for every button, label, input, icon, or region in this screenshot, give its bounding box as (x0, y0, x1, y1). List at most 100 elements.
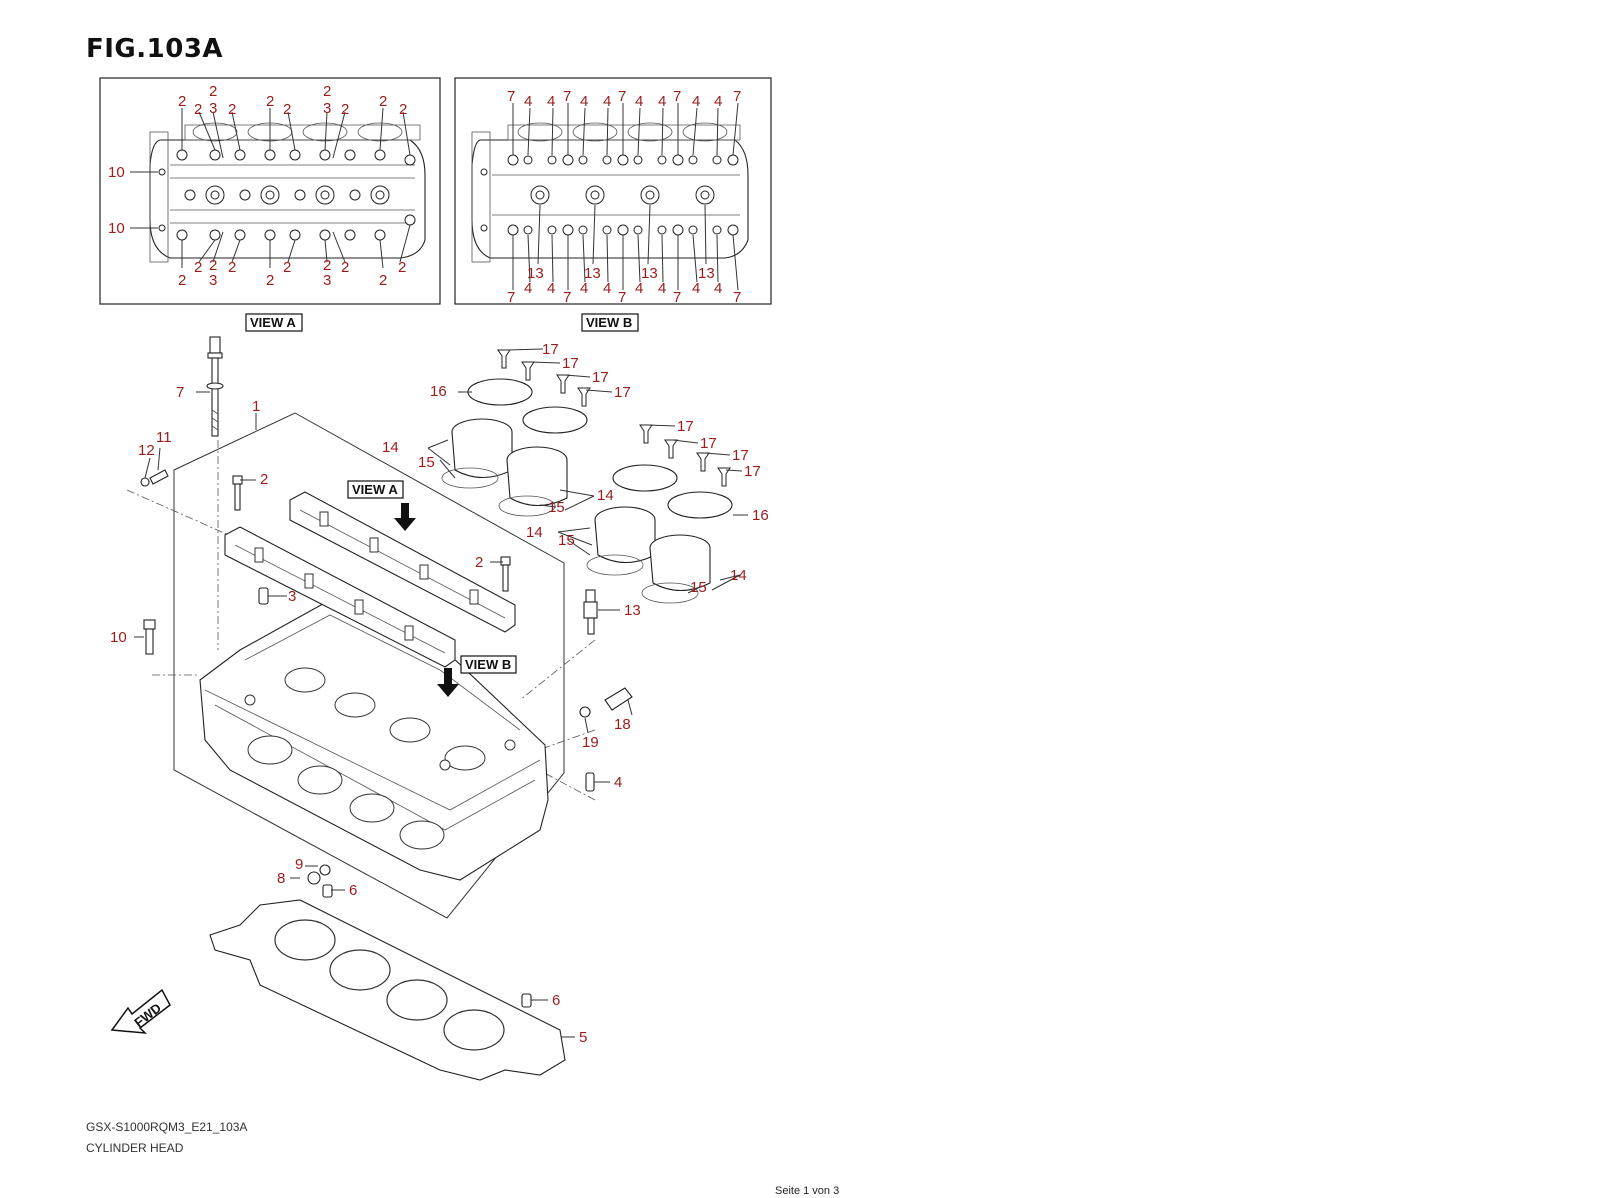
bolt-7 (206, 336, 224, 437)
callout: 9 (295, 856, 303, 873)
callout: 2 (260, 471, 268, 488)
callout: 2 (379, 272, 387, 289)
callout: 16 (430, 383, 447, 400)
callout: 17 (732, 447, 749, 464)
callout: 15 (418, 454, 435, 471)
callout: 7 (507, 289, 515, 306)
page-indicator: Seite 1 von 3 (775, 1185, 840, 1197)
callout: 7 (563, 88, 571, 105)
callout: 7 (176, 384, 184, 401)
callout: 2 (341, 259, 349, 276)
callout: 2 (266, 272, 274, 289)
callout: 2 (341, 101, 349, 118)
view-b-label: VIEW B (581, 313, 639, 332)
callout: 2 (398, 259, 406, 276)
callout: 17 (614, 384, 631, 401)
view-a-panel: 2 2 3 2 2 2 2 3 2 2 2 10 10 2 2 2 3 2 2 … (99, 77, 441, 305)
callout: 18 (614, 716, 631, 733)
callout: 4 (614, 774, 622, 791)
model-code: GSX-S1000RQM3_E21_103A (86, 1120, 248, 1134)
callout: 4 (524, 280, 532, 297)
svg-text:VIEW A: VIEW A (352, 482, 398, 497)
callout: 19 (582, 734, 599, 751)
callout: 15 (558, 532, 575, 549)
cylinder-head-assembly: VIEW A VIEW B FWD (110, 336, 769, 1081)
callout: 10 (108, 164, 125, 181)
callout: 14 (382, 439, 399, 456)
callout: 17 (592, 369, 609, 386)
callout: 2 (194, 259, 202, 276)
callout: 16 (752, 507, 769, 524)
callout: 13 (641, 265, 658, 282)
fwd-arrow-icon: FWD (110, 988, 171, 1034)
callout: 2 (228, 259, 236, 276)
callout: 17 (542, 341, 559, 358)
callout: 4 (692, 93, 700, 110)
callout: 8 (277, 870, 285, 887)
callout: 7 (673, 88, 681, 105)
callout: 2 (178, 93, 186, 110)
callout: 3 (209, 272, 217, 289)
view-a-label: VIEW A (245, 313, 303, 332)
callout: 4 (580, 280, 588, 297)
svg-text:VIEW B: VIEW B (465, 657, 511, 672)
callout: 17 (677, 418, 694, 435)
callout: 13 (584, 265, 601, 282)
callout: 14 (526, 524, 543, 541)
callout: 5 (579, 1029, 587, 1046)
callout: 7 (733, 289, 741, 306)
callout: 2 (399, 101, 407, 118)
callout: 14 (597, 487, 614, 504)
callout: 4 (547, 280, 555, 297)
callout: 13 (698, 265, 715, 282)
view-b-tag: VIEW B (437, 655, 517, 697)
callout: 6 (552, 992, 560, 1009)
callout: 7 (673, 289, 681, 306)
callout: 2 (194, 101, 202, 118)
intake-pipes (441, 378, 733, 604)
callout: 7 (507, 88, 515, 105)
part-group-name: CYLINDER HEAD (86, 1141, 184, 1155)
callout: 15 (548, 499, 565, 516)
callout: 7 (733, 88, 741, 105)
callout: 4 (658, 280, 666, 297)
callout: 2 (209, 257, 217, 274)
callout: 4 (603, 280, 611, 297)
callout: 2 (178, 272, 186, 289)
callout: 2 (209, 83, 217, 100)
callout: 3 (209, 100, 217, 117)
callout: 4 (580, 93, 588, 110)
callout: 2 (228, 101, 236, 118)
callout: 17 (744, 463, 761, 480)
callout: 14 (730, 567, 747, 584)
callout: 7 (563, 289, 571, 306)
callout: 10 (108, 220, 125, 237)
callout: 1 (252, 398, 260, 415)
callout: 11 (156, 429, 172, 446)
callout: 2 (323, 257, 331, 274)
callout: 4 (692, 280, 700, 297)
svg-text:VIEW A: VIEW A (250, 315, 296, 330)
callout: 4 (635, 280, 643, 297)
callout: 2 (379, 93, 387, 110)
callout: 17 (700, 435, 717, 452)
callout: 13 (527, 265, 544, 282)
callout: 4 (603, 93, 611, 110)
callout: 7 (618, 88, 626, 105)
callout: 4 (547, 93, 555, 110)
callout: 7 (618, 289, 626, 306)
callout: 2 (323, 83, 331, 100)
callout: 4 (524, 93, 532, 110)
callout: 3 (323, 100, 331, 117)
view-a-tag: VIEW A (347, 480, 416, 531)
callout: 10 (110, 629, 127, 646)
svg-text:VIEW B: VIEW B (586, 315, 632, 330)
callout: 17 (562, 355, 579, 372)
callout: 12 (138, 442, 155, 459)
callout: 4 (714, 93, 722, 110)
callout: 2 (283, 101, 291, 118)
callout: 2 (266, 93, 274, 110)
callout: 3 (323, 272, 331, 289)
callout: 2 (475, 554, 483, 571)
